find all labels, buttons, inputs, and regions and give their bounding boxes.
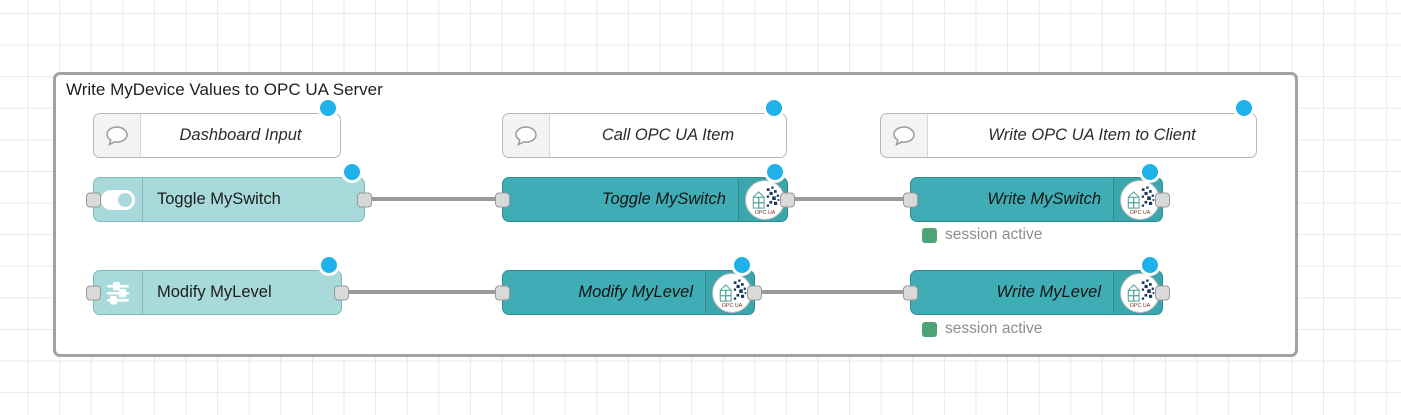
node-icon-area: OPC UA [1113,178,1162,221]
opc-ua-logo-icon: OPC UA [745,179,785,220]
changed-indicator-dot [1139,161,1161,183]
changed-indicator-dot [763,97,785,119]
group-title: Write MyDevice Values to OPC UA Server [66,80,383,99]
opc-ua-badge-text: OPC UA [1130,209,1151,215]
node-status-write-mylevel: session active [922,320,1042,338]
node-label: Toggle MySwitch [601,190,726,208]
status-green-dot [922,227,937,243]
input-port[interactable] [86,192,101,207]
comment-icon-area [881,114,928,157]
node-icon-area: OPC UA [705,271,754,314]
speech-bubble-icon [893,125,915,146]
comment-label: Call OPC UA Item [601,126,735,144]
comment-label: Dashboard Input [179,126,302,144]
changed-indicator-dot [317,97,339,119]
node-opc-call-modify-mylevel[interactable]: Modify MyLevel [495,254,762,315]
comment-icon-area [94,114,141,157]
output-port[interactable] [780,192,795,207]
output-port[interactable] [1155,192,1170,207]
wire-opc-modify-to-write[interactable] [755,290,914,294]
node-label: Toggle MySwitch [157,190,281,208]
node-ui-toggle-myswitch[interactable]: Toggle MySwitch [86,161,372,222]
speech-bubble-icon [515,125,537,146]
changed-indicator-dot [731,254,753,276]
node-label: Modify MyLevel [578,283,693,301]
input-port[interactable] [495,285,510,300]
node-icon-area [94,271,143,314]
node-label: Modify MyLevel [157,283,272,301]
wire-slider-to-opc[interactable] [344,290,504,294]
input-port[interactable] [495,192,510,207]
node-opc-write-myswitch[interactable]: Write MySwitch [903,161,1170,222]
comment-node-dashboard-input[interactable]: Dashboard Input [93,97,341,158]
node-label: Write MyLevel [996,283,1101,301]
status-green-dot [922,321,937,337]
comment-node-write-opcua-item[interactable]: Write OPC UA Item to Client [880,97,1257,158]
comment-label: Write OPC UA Item to Client [988,126,1196,144]
output-port[interactable] [747,285,762,300]
opc-ua-badge-text: OPC UA [755,209,776,215]
sliders-icon [107,281,129,304]
node-label: Write MySwitch [987,190,1101,208]
changed-indicator-dot [318,254,340,276]
node-icon-area [94,178,143,221]
changed-indicator-dot [764,161,786,183]
input-port[interactable] [903,192,918,207]
opc-ua-logo-icon: OPC UA [1120,179,1160,220]
status-text: session active [945,320,1043,337]
comment-node-call-opcua-item[interactable]: Call OPC UA Item [502,97,787,158]
opc-ua-logo-icon: OPC UA [1120,272,1160,313]
changed-indicator-dot [1233,97,1255,119]
opc-ua-badge-text: OPC UA [722,302,743,308]
node-opc-write-mylevel[interactable]: Write MyLevel [903,254,1170,315]
opc-ua-badge-text: OPC UA [1130,302,1151,308]
input-port[interactable] [86,285,101,300]
opc-ua-logo-icon: OPC UA [712,272,752,313]
wire-opc-toggle-to-write[interactable] [786,197,914,201]
changed-indicator-dot [1139,254,1161,276]
input-port[interactable] [903,285,918,300]
node-ui-modify-mylevel[interactable]: Modify MyLevel [86,254,349,315]
toggle-switch-icon [101,189,135,210]
output-port[interactable] [334,285,349,300]
output-port[interactable] [357,192,372,207]
status-text: session active [945,226,1043,243]
changed-indicator-dot [341,161,363,183]
speech-bubble-icon [106,125,128,146]
node-icon-area: OPC UA [1113,271,1162,314]
output-port[interactable] [1155,285,1170,300]
wire-toggle-to-opc[interactable] [368,197,504,201]
comment-icon-area [503,114,550,157]
node-opc-call-toggle-myswitch[interactable]: Toggle MySwitch [495,161,795,222]
node-status-write-myswitch: session active [922,226,1042,244]
node-icon-area: OPC UA [738,178,787,221]
